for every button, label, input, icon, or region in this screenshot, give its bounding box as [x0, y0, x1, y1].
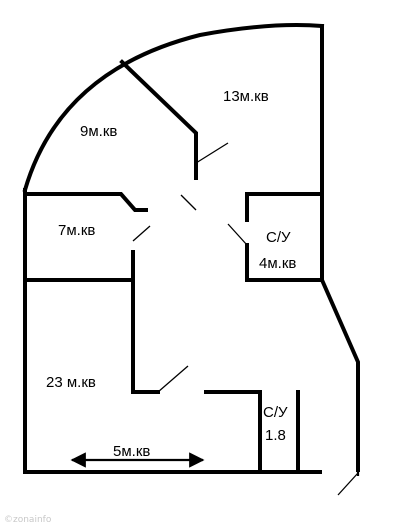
outer-wall-right: [320, 24, 360, 472]
room-23-label: 23 м.кв: [46, 374, 96, 391]
bath-big-label-line2: 4м.кв: [259, 255, 296, 272]
wall-bath-big: [245, 192, 324, 282]
room-9-label: 9м.кв: [80, 123, 117, 140]
bath-small-label-line2: 1.8: [265, 427, 286, 444]
room-7-label: 7м.кв: [58, 222, 95, 239]
wall-room-9: [119, 59, 198, 180]
door-bath-big: [227, 223, 248, 246]
door-room-23: [157, 365, 189, 393]
door-room-13: [195, 142, 229, 164]
door-room-9: [180, 194, 197, 211]
wall-room-7-top: [23, 192, 148, 212]
watermark: ©zonainfo: [4, 515, 52, 525]
door-exit: [337, 472, 359, 496]
room-13-label: 13м.кв: [223, 88, 269, 105]
dimension-label: 5м.кв: [113, 443, 150, 460]
door-room-7: [132, 225, 151, 242]
bath-big-label-line1: С/У: [266, 229, 291, 246]
outer-wall-curved: [22, 23, 325, 193]
wall-room-23-right: [131, 278, 160, 394]
bath-small-label-line1: С/У: [263, 404, 288, 421]
